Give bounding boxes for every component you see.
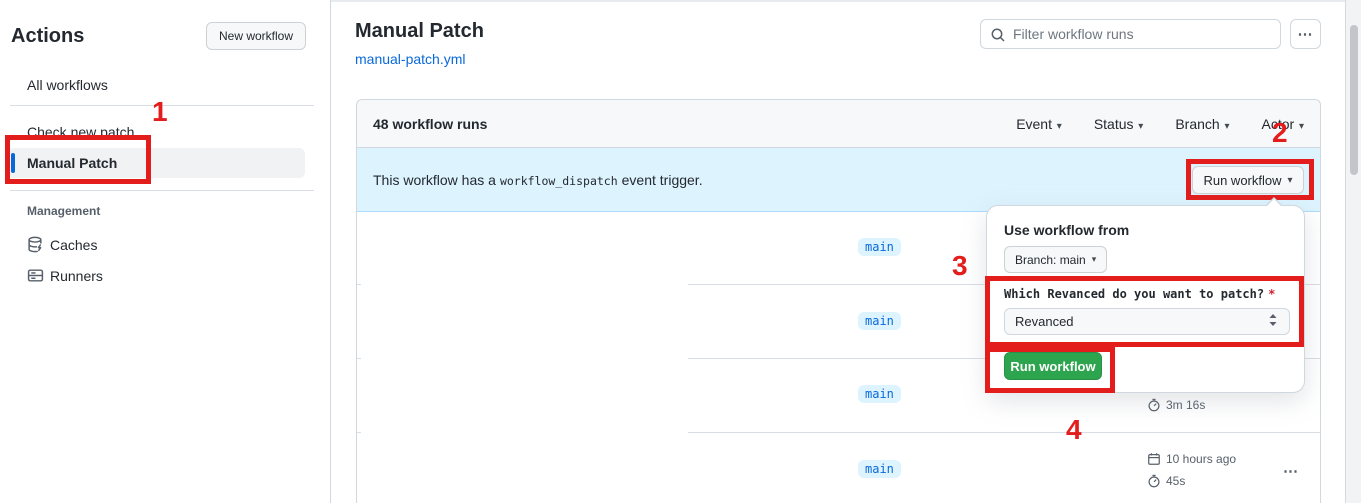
search-icon	[991, 28, 1005, 42]
required-asterisk: *	[1268, 287, 1276, 301]
filter-runs-searchbox[interactable]	[980, 19, 1281, 49]
cache-icon	[27, 236, 44, 253]
filter-branch[interactable]: Branch ▾	[1175, 115, 1230, 132]
branch-badge[interactable]: main	[858, 312, 901, 330]
run-time: 10 hours ago	[1147, 452, 1236, 466]
workflow-input-label: Which Revanced do you want to patch?*	[1004, 287, 1276, 301]
branch-badge[interactable]: main	[858, 238, 901, 256]
chevron-down-icon: ▾	[1091, 254, 1097, 264]
branch-badge[interactable]: main	[858, 385, 901, 403]
filter-status[interactable]: Status ▾	[1093, 115, 1144, 132]
run-workflow-dropdown-button[interactable]: Run workflow▾	[1192, 166, 1304, 194]
revanced-select[interactable]: Revanced	[1004, 308, 1290, 335]
sidebar-divider	[10, 190, 314, 191]
runners-icon	[27, 267, 44, 284]
sidebar-item-manual-patch[interactable]	[8, 148, 305, 178]
popover-heading: Use workflow from	[1004, 222, 1130, 238]
filter-event[interactable]: Event ▾	[1016, 115, 1062, 132]
popover-footer-divider	[987, 346, 1304, 347]
chevron-down-icon: ▾	[1221, 120, 1230, 132]
actions-sidebar: Actions New workflow All workflows Check…	[0, 0, 331, 503]
page-title: Manual Patch	[355, 20, 484, 42]
scrollbar-thumb[interactable]	[1350, 25, 1358, 175]
chevron-down-icon: ▾	[1135, 120, 1144, 132]
workflow-runs-table: 48 workflow runs Event ▾ Status ▾ Branch…	[356, 99, 1321, 503]
filter-actor[interactable]: Actor ▾	[1261, 115, 1305, 132]
branch-badge[interactable]: main	[858, 460, 901, 478]
run-options-button[interactable]: ⋯	[1283, 463, 1299, 480]
run-duration: 45s	[1147, 474, 1185, 488]
run-duration: 3m 16s	[1147, 398, 1205, 412]
run-filters: Event ▾ Status ▾ Branch ▾ Actor ▾	[1016, 116, 1304, 132]
row-divider	[688, 432, 1320, 433]
page-scrollbar[interactable]	[1345, 0, 1361, 503]
sidebar-item-manual-patch-label[interactable]: Manual Patch	[27, 155, 118, 171]
sidebar-divider	[10, 105, 314, 106]
chevron-down-icon: ▾	[1287, 174, 1293, 186]
row-divider-tick	[357, 432, 361, 433]
chevron-down-icon: ▾	[1296, 120, 1304, 132]
stopwatch-icon	[1148, 398, 1160, 412]
top-border-line	[0, 0, 1345, 2]
updown-arrows-icon	[1267, 313, 1279, 330]
row-divider-tick	[357, 284, 361, 285]
calendar-icon	[1148, 453, 1160, 465]
workflow-file-link[interactable]: manual-patch.yml	[355, 51, 466, 67]
runs-count: 48 workflow runs	[373, 115, 488, 132]
run-workflow-submit-button[interactable]: Run workflow	[1004, 352, 1102, 380]
sidebar-item-all-workflows[interactable]: All workflows	[27, 77, 108, 93]
more-options-button[interactable]: ⋯	[1290, 19, 1321, 49]
selected-accent-bar	[11, 153, 15, 173]
row-divider-tick	[357, 358, 361, 359]
sidebar-item-check-new-patch[interactable]: Check new patch	[27, 124, 135, 140]
run-workflow-popover: Use workflow from Branch: main▾ Which Re…	[986, 197, 1305, 393]
branch-select-button[interactable]: Branch: main▾	[1004, 246, 1108, 273]
workflow-run-row[interactable]: main 10 hours ago 45s ⋯	[357, 432, 1320, 503]
search-input[interactable]	[1013, 21, 1273, 47]
sidebar-title: Actions	[11, 25, 85, 47]
sidebar-item-runners[interactable]: Runners	[50, 268, 103, 284]
new-workflow-button[interactable]: New workflow	[206, 22, 306, 50]
chevron-down-icon: ▾	[1054, 120, 1062, 132]
management-section-header: Management	[27, 204, 101, 218]
popover-caret	[1266, 199, 1282, 207]
workflow-dispatch-code: workflow_dispatch	[499, 173, 618, 188]
stopwatch-icon	[1148, 474, 1160, 488]
runs-table-header: 48 workflow runs Event ▾ Status ▾ Branch…	[357, 100, 1320, 148]
sidebar-item-caches[interactable]: Caches	[50, 237, 98, 253]
